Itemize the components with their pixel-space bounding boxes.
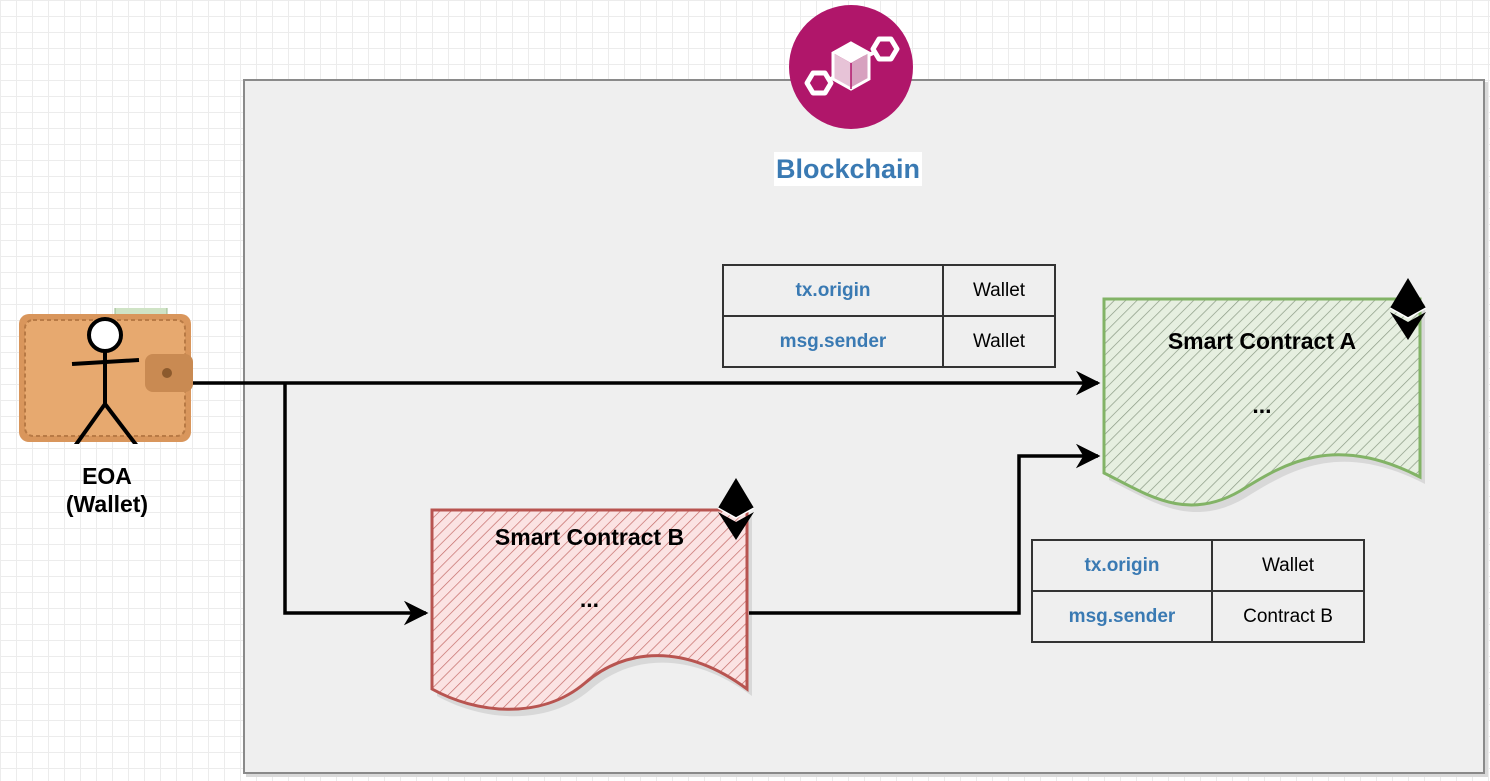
table-key: tx.origin xyxy=(1031,539,1213,592)
table-key: msg.sender xyxy=(1031,590,1213,643)
blockchain-title: Blockchain xyxy=(774,152,923,186)
context-table-b: tx.origin Wallet msg.sender Contract B xyxy=(1031,539,1365,643)
table-value: Contract B xyxy=(1211,590,1365,643)
polygon-logo xyxy=(789,5,913,129)
contract-a-title: Smart Contract A xyxy=(1167,328,1357,354)
arrow-eoa-to-contract-b xyxy=(283,383,429,626)
eoa-wallet[interactable] xyxy=(17,305,193,448)
table-row: tx.origin Wallet xyxy=(1031,539,1365,592)
table-row: msg.sender Wallet xyxy=(722,315,1056,368)
contract-a-body: ... xyxy=(1252,392,1272,418)
smart-contract-a-shape[interactable] xyxy=(1102,297,1425,513)
table-value: Wallet xyxy=(942,315,1056,368)
eoa-label-line1: EOA xyxy=(82,463,132,489)
smart-contract-b-shape[interactable] xyxy=(430,508,752,717)
context-table-a: tx.origin Wallet msg.sender Wallet xyxy=(722,264,1056,368)
table-row: tx.origin Wallet xyxy=(722,264,1056,317)
table-key: msg.sender xyxy=(722,315,944,368)
eoa-label: EOA (Wallet) xyxy=(40,462,174,518)
table-value: Wallet xyxy=(1211,539,1365,592)
wallet-stick-figure-icon xyxy=(19,305,193,448)
table-key: tx.origin xyxy=(722,264,944,317)
ethereum-icon xyxy=(717,478,755,540)
contract-b-title: Smart Contract B xyxy=(494,524,685,550)
table-row: msg.sender Contract B xyxy=(1031,590,1365,643)
ethereum-icon xyxy=(1389,278,1427,340)
polygon-cubes-icon xyxy=(804,36,900,96)
contract-b-body: ... xyxy=(579,586,600,612)
eoa-label-line2: (Wallet) xyxy=(65,491,149,517)
table-value: Wallet xyxy=(942,264,1056,317)
arrow-contract-b-to-contract-a xyxy=(749,443,1101,615)
